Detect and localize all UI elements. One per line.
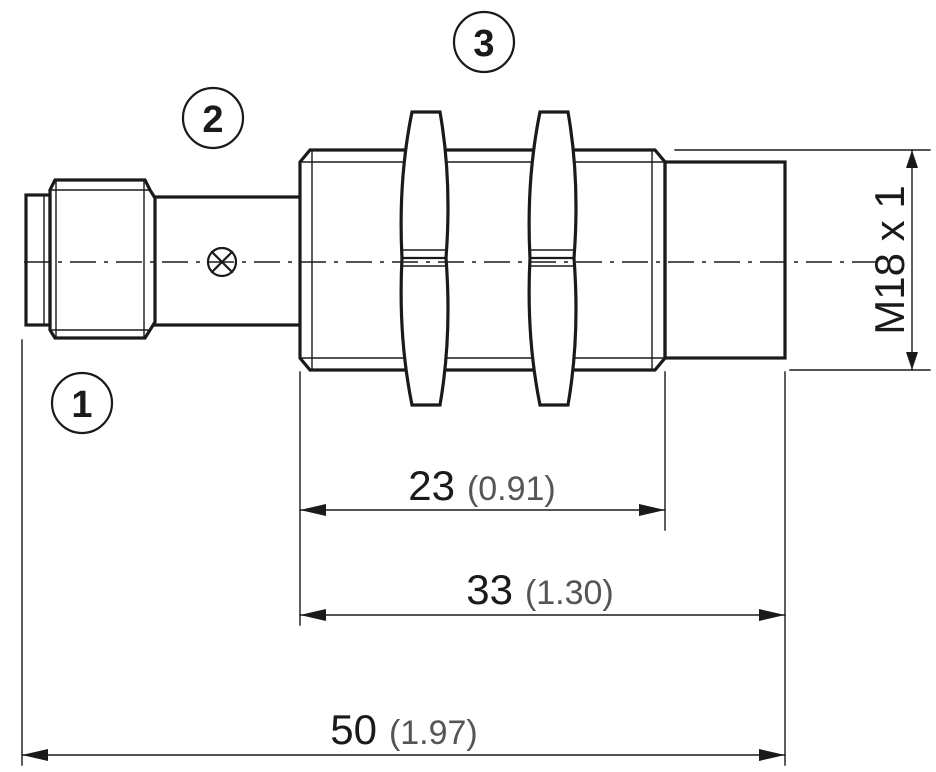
threaded-body bbox=[298, 148, 787, 372]
callout-3-label: 3 bbox=[473, 23, 494, 65]
housing-neck bbox=[153, 195, 300, 327]
connector-part bbox=[24, 178, 157, 340]
dimension-50: 50 (1.97) bbox=[21, 706, 786, 761]
sensing-face bbox=[663, 160, 787, 360]
callout-3: 3 bbox=[452, 10, 516, 74]
dimension-33-text: 33 (1.30) bbox=[466, 566, 614, 613]
dimension-50-inch: (1.97) bbox=[389, 714, 478, 752]
connector-flange bbox=[24, 193, 52, 327]
mounting-nut-left bbox=[399, 110, 450, 407]
dimension-33-value: 33 bbox=[466, 566, 513, 613]
callout-2: 2 bbox=[181, 86, 245, 150]
dimension-33: 33 (1.30) bbox=[299, 566, 786, 621]
mounting-nut-right bbox=[527, 110, 578, 407]
dimension-23-value: 23 bbox=[408, 462, 455, 509]
dimension-50-text: 50 (1.97) bbox=[330, 706, 478, 753]
dimension-33-inch: (1.30) bbox=[525, 574, 614, 612]
dimension-23-inch: (0.91) bbox=[467, 470, 556, 508]
thread-dimension: M18 x 1 bbox=[674, 149, 931, 371]
connector-nut bbox=[48, 178, 157, 340]
dimension-50-value: 50 bbox=[330, 706, 377, 753]
callout-2-label: 2 bbox=[202, 99, 223, 141]
callout-1: 1 bbox=[50, 371, 114, 435]
callout-1-label: 1 bbox=[71, 384, 92, 426]
dimension-23: 23 (0.91) bbox=[299, 462, 666, 516]
dimension-23-text: 23 (0.91) bbox=[408, 462, 556, 509]
thread-size-label: M18 x 1 bbox=[866, 185, 913, 334]
